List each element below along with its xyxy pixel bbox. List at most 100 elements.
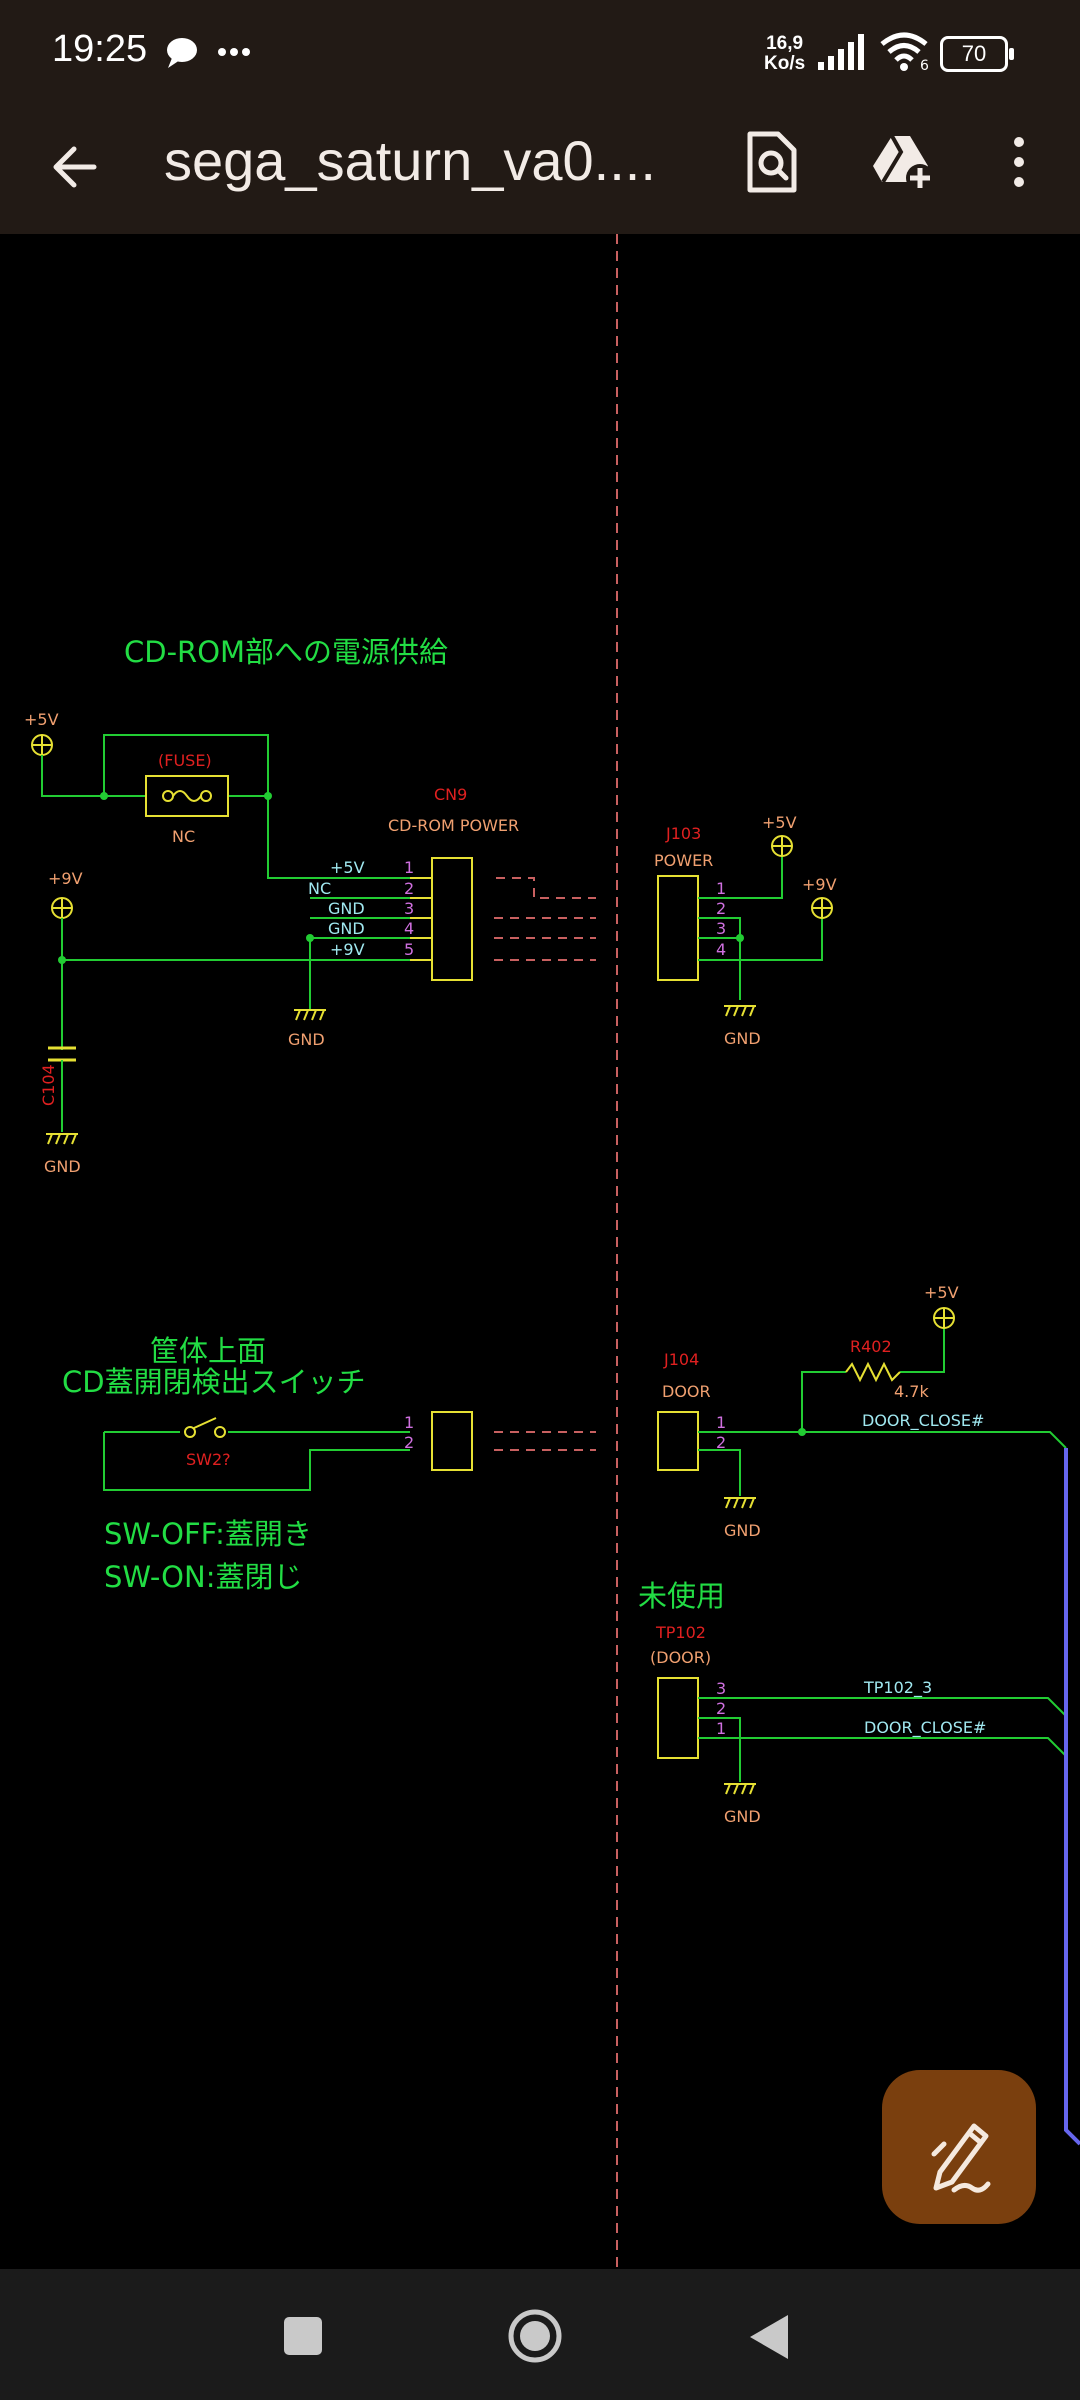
document-search-icon[interactable]	[744, 130, 800, 196]
junction	[100, 792, 108, 800]
battery-indicator: 70	[940, 36, 1014, 72]
cn9-name: CD-ROM POWER	[388, 816, 519, 835]
door-net-label: DOOR_CLOSE#	[864, 1718, 986, 1738]
wire	[698, 856, 823, 1000]
j104-pin-number: 2	[716, 1433, 726, 1452]
wire	[698, 1697, 1067, 1782]
cn9-pin-stubs	[410, 877, 432, 961]
cn9-pins: +5V 1 NC 2 GND 3 GND 4 +9V 5	[308, 858, 414, 959]
signal-icon	[818, 34, 864, 70]
more-notifications-icon	[218, 48, 250, 56]
power-heading: CD-ROM部への電源供給	[124, 635, 448, 669]
network-speed-unit: Ko/s	[764, 53, 806, 74]
j104-connector	[657, 1411, 699, 1471]
pen-icon	[931, 2123, 991, 2193]
back-button[interactable]	[746, 2313, 792, 2361]
j104-ref: J104	[663, 1350, 699, 1369]
wire	[61, 897, 410, 1050]
document-title: sega_saturn_va0....	[164, 129, 656, 192]
j103-pin-number: 1	[716, 879, 726, 898]
gnd-label: GND	[724, 1521, 761, 1540]
signal-bus	[1064, 1448, 1080, 2146]
door-heading-line2: CD蓋開閉検出スイッチ	[62, 1365, 366, 1399]
wifi-badge: 6	[920, 58, 929, 74]
tp102-pin-number: 1	[716, 1719, 726, 1738]
fuse-label: (FUSE)	[158, 751, 212, 770]
supply-5v-label: +5V	[924, 1283, 959, 1302]
back-arrow-icon[interactable]	[48, 137, 108, 197]
power-9v-symbol	[51, 897, 73, 919]
power-5v-symbol	[933, 1307, 955, 1329]
gnd-symbol	[724, 1497, 756, 1509]
cn9-net-label: NC	[308, 879, 331, 898]
junction	[264, 792, 272, 800]
cable-dashes	[494, 877, 596, 961]
network-speed: 16,9 Ko/s	[764, 34, 805, 74]
wire	[698, 1328, 1067, 1496]
more-vert-icon[interactable]	[1004, 132, 1034, 192]
power-5v-symbol	[31, 734, 53, 756]
note-sw-off: SW-OFF:蓋開き	[104, 1517, 312, 1551]
fuse-symbol	[145, 775, 229, 817]
home-icon	[508, 2309, 562, 2363]
sw-pin-number: 1	[404, 1413, 414, 1432]
annotate-fab[interactable]	[882, 2070, 1036, 2224]
tp102-pin-number: 3	[716, 1679, 726, 1698]
capacitor-symbol	[48, 1046, 76, 1132]
unused-heading: 未使用	[638, 1579, 725, 1613]
tp102-name: (DOOR)	[650, 1648, 711, 1667]
resistor-symbol	[845, 1361, 901, 1383]
gnd-label: GND	[724, 1807, 761, 1826]
j104-pin-number: 1	[716, 1413, 726, 1432]
door-net-label: DOOR_CLOSE#	[862, 1411, 984, 1431]
power-9v-symbol	[811, 897, 833, 919]
tp102-connector	[657, 1677, 699, 1759]
cn9-connector	[431, 857, 473, 981]
switch-symbol	[184, 1417, 226, 1438]
note-sw-on: SW-ON:蓋閉じ	[104, 1560, 302, 1594]
j103-pin-number: 3	[716, 919, 726, 938]
gnd-symbol	[724, 1005, 756, 1017]
wifi-icon: 6	[880, 32, 929, 74]
status-bar: 19:25 16,9 Ko/s 6 70	[0, 0, 1080, 104]
notification-icons	[167, 38, 250, 68]
tp102-net-label: TP102_3	[863, 1678, 932, 1698]
supply-9v-label: +9V	[48, 869, 83, 888]
back-triangle-icon	[750, 2315, 788, 2359]
drive-add-icon[interactable]	[870, 132, 936, 194]
recents-icon	[284, 2317, 322, 2355]
door-heading-line1: 筐体上面	[150, 1334, 266, 1368]
j103-pins: 1 2 3 4	[716, 879, 726, 959]
cn9-ref: CN9	[434, 785, 467, 804]
home-button[interactable]	[506, 2307, 564, 2365]
cn9-pin-number: 1	[404, 858, 414, 877]
power-5v-symbol	[771, 835, 793, 857]
tp102-pin-number: 2	[716, 1699, 726, 1718]
tp102-ref: TP102	[655, 1623, 706, 1642]
gnd-symbol	[294, 1009, 326, 1021]
junction	[736, 934, 744, 942]
j103-name: POWER	[654, 851, 713, 870]
sw-pin-number: 2	[404, 1433, 414, 1452]
cn9-net-label: GND	[328, 919, 365, 938]
gnd-label: GND	[44, 1157, 81, 1176]
app-bar: sega_saturn_va0....	[0, 104, 1080, 234]
recents-button[interactable]	[282, 2315, 324, 2357]
cn9-pin-number: 3	[404, 899, 414, 918]
cn9-net-label: +9V	[330, 940, 365, 959]
j103-connector	[657, 875, 699, 981]
navigation-bar	[0, 2269, 1080, 2400]
schematic-viewer[interactable]: CD-ROM部への電源供給 +5V (FUSE) NC +9V	[0, 234, 1080, 2269]
junction	[58, 956, 66, 964]
capacitor-ref: C104	[39, 1064, 58, 1106]
gnd-label: GND	[724, 1029, 761, 1048]
resistor-ref: R402	[850, 1337, 892, 1356]
supply-5v-label: +5V	[762, 813, 797, 832]
sw-connector	[431, 1411, 473, 1471]
cn9-pin-number: 5	[404, 940, 414, 959]
j103-ref: J103	[665, 824, 701, 843]
supply-9v-label: +9V	[802, 875, 837, 894]
j103-pin-number: 2	[716, 899, 726, 918]
supply-5v-label: +5V	[24, 710, 59, 729]
fuse-value: NC	[172, 827, 195, 846]
